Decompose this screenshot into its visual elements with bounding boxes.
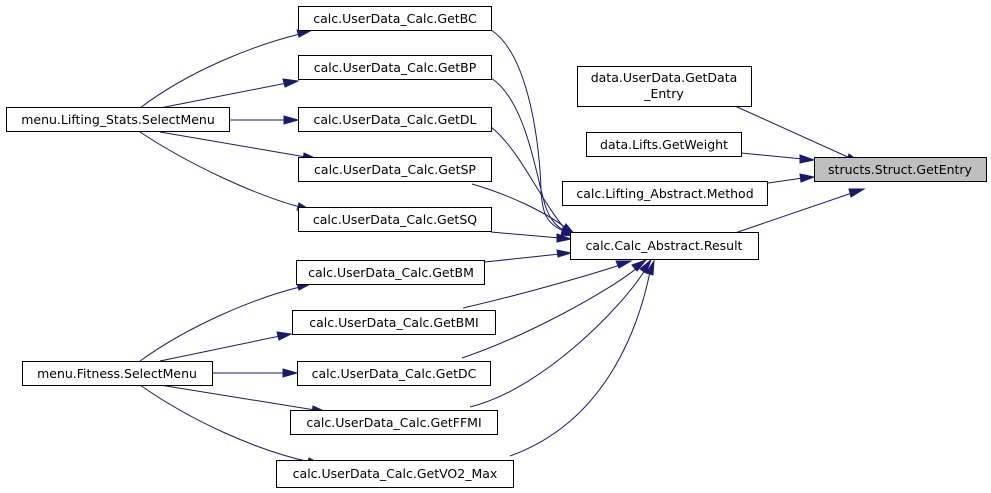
node-lifting-abstract-method[interactable]: calc.Lifting_Abstract.Method <box>562 181 768 206</box>
node-getsq-box <box>298 207 492 232</box>
edge-getffmi-to-result-arrow <box>639 258 653 274</box>
node-calc-abstract-result-box <box>570 232 759 260</box>
edge-getbmi-to-result <box>462 264 621 309</box>
edge-result-to-getentry <box>734 192 853 234</box>
edge-result-to-getentry-arrow <box>848 188 866 198</box>
edge-getweight-to-getentry-arrow <box>799 154 816 164</box>
edge-getdata-entry-to-getentry <box>734 105 851 159</box>
edge-lifting-to-getbp-arrow <box>282 78 300 88</box>
node-calc-abstract-result[interactable]: calc.Calc_Abstract.Result <box>570 232 759 260</box>
node-getsp-box <box>298 157 492 182</box>
edge-lifting-to-getsq <box>139 131 301 208</box>
node-getbmi-label: calc.UserData_Calc.GetBMI <box>309 315 478 330</box>
edge-getffmi-to-result <box>469 269 646 408</box>
edge-fitness-to-getdc-arrow <box>282 368 299 378</box>
node-lifting-abstract-method-box <box>562 181 768 206</box>
node-getbm-label: calc.UserData_Calc.GetBM <box>308 265 474 280</box>
edge-getsp-to-result <box>471 183 567 229</box>
edge-getbm-to-result-arrow <box>556 249 573 258</box>
edge-lifting-to-getbp <box>159 82 288 109</box>
node-fitness-selectmenu-label: menu.Fitness.SelectMenu <box>37 366 197 381</box>
node-lifting-abstract-method-label: calc.Lifting_Abstract.Method <box>576 186 753 201</box>
nodes: structs.Struct.GetEntry data.UserData.Ge… <box>6 6 987 488</box>
edge-method-to-getentry-arrow <box>799 173 816 183</box>
edge-fitness-to-getbmi <box>159 335 281 362</box>
node-lifting-stats-selectmenu-box <box>6 107 230 132</box>
node-getdl-label: calc.UserData_Calc.GetDL <box>313 112 476 127</box>
node-getvo2-max[interactable]: calc.UserData_Calc.GetVO2_Max <box>276 460 514 488</box>
node-getdc-box <box>297 361 491 386</box>
edge-lifting-to-getsp <box>159 131 307 158</box>
node-getbm[interactable]: calc.UserData_Calc.GetBM <box>296 260 485 285</box>
node-getdc[interactable]: calc.UserData_Calc.GetDC <box>297 361 491 386</box>
edge-getdc-to-result-arrow <box>631 258 648 272</box>
node-getdata-entry-box <box>577 66 752 107</box>
node-getsp[interactable]: calc.UserData_Calc.GetSP <box>298 157 492 182</box>
node-getdata-entry-label-line2: _Entry <box>643 86 684 101</box>
edge-method-to-getentry <box>767 177 804 184</box>
edge-getbc-to-result <box>490 29 567 233</box>
node-getffmi[interactable]: calc.UserData_Calc.GetFFMI <box>290 410 498 435</box>
node-lifting-stats-selectmenu-label: menu.Lifting_Stats.SelectMenu <box>21 112 215 127</box>
edge-getsq-to-result <box>490 231 561 239</box>
edge-getsq-to-result-arrow <box>556 233 573 243</box>
edge-lifting-to-getdl-arrow <box>283 115 300 125</box>
edge-lifting-to-getbc-arrow <box>296 29 313 38</box>
node-getdl-box <box>298 107 492 132</box>
node-getffmi-label: calc.UserData_Calc.GetFFMI <box>306 415 481 430</box>
node-calc-abstract-result-label: calc.Calc_Abstract.Result <box>586 238 743 253</box>
edges <box>139 29 866 466</box>
node-getdl[interactable]: calc.UserData_Calc.GetDL <box>298 107 492 132</box>
node-lifts-getweight-box <box>586 132 742 157</box>
node-getsp-label: calc.UserData_Calc.GetSP <box>314 162 476 177</box>
node-struct-getentry-label: structs.Struct.GetEntry <box>828 162 973 177</box>
node-getdata-entry-label-line1: data.UserData.GetData <box>591 70 738 85</box>
node-getdc-label: calc.UserData_Calc.GetDC <box>312 366 477 381</box>
node-getsq-label: calc.UserData_Calc.GetSQ <box>313 212 477 227</box>
edge-getdc-to-result <box>461 267 638 359</box>
node-struct-getentry[interactable]: structs.Struct.GetEntry <box>814 157 987 182</box>
edge-fitness-to-getbmi-arrow <box>276 331 293 341</box>
node-getbmi-box <box>292 310 496 335</box>
node-getbc-box <box>298 6 492 31</box>
edge-getvo2-to-result-arrow <box>645 259 655 276</box>
node-lifts-getweight[interactable]: data.Lifts.GetWeight <box>586 132 742 157</box>
edge-getbm-to-result <box>484 253 561 263</box>
edge-getbp-to-result <box>490 77 567 233</box>
edge-getweight-to-getentry <box>740 152 804 160</box>
node-struct-getentry-box <box>814 157 987 182</box>
edge-fitness-to-getffmi <box>159 384 316 411</box>
node-lifts-getweight-label: data.Lifts.GetWeight <box>600 137 728 152</box>
node-fitness-selectmenu-box <box>22 361 213 386</box>
node-getffmi-box <box>290 410 498 435</box>
node-getbp[interactable]: calc.UserData_Calc.GetBP <box>298 55 492 80</box>
edge-fitness-to-getvo2 <box>139 384 311 463</box>
node-getbp-label: calc.UserData_Calc.GetBP <box>314 60 477 75</box>
node-getsq[interactable]: calc.UserData_Calc.GetSQ <box>298 207 492 232</box>
node-getbm-box <box>296 260 485 285</box>
node-lifting-stats-selectmenu[interactable]: menu.Lifting_Stats.SelectMenu <box>6 107 230 132</box>
node-getdata-entry[interactable]: data.UserData.GetData _Entry <box>577 66 752 107</box>
edge-lifting-to-getbc <box>139 33 301 109</box>
node-getbc[interactable]: calc.UserData_Calc.GetBC <box>298 6 492 31</box>
node-getvo2-max-box <box>276 460 514 488</box>
node-getbmi[interactable]: calc.UserData_Calc.GetBMI <box>292 310 496 335</box>
edge-getbmi-to-result-arrow <box>615 260 633 269</box>
node-getbc-label: calc.UserData_Calc.GetBC <box>313 11 477 26</box>
edge-fitness-to-getbm <box>139 286 301 362</box>
edge-getdl-to-result <box>490 126 567 231</box>
node-getvo2-max-label: calc.UserData_Calc.GetVO2_Max <box>293 466 498 481</box>
node-getbp-box <box>298 55 492 80</box>
node-fitness-selectmenu[interactable]: menu.Fitness.SelectMenu <box>22 361 213 386</box>
edge-getvo2-to-result <box>509 271 651 457</box>
